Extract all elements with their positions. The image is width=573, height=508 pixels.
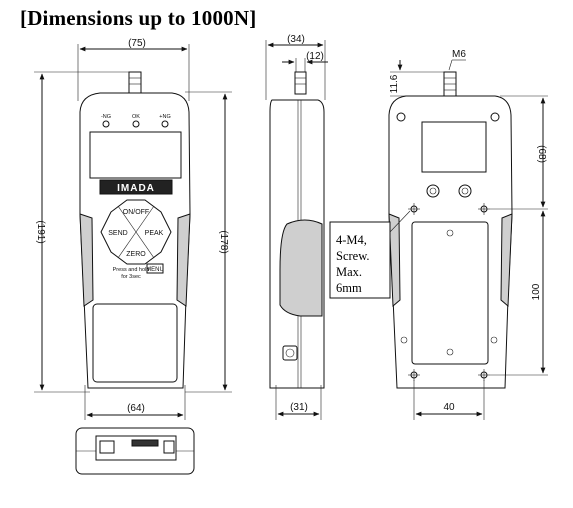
- back-hole-right: [458, 184, 472, 198]
- hole-pitch-horizontal-dim: 40: [443, 402, 455, 413]
- front-grip-left: [79, 213, 94, 307]
- front-display: [89, 131, 182, 179]
- screw-note-line-3: Max.: [336, 265, 362, 279]
- top-offset-dim: (68): [536, 145, 547, 163]
- side-grip: [279, 219, 323, 317]
- front-width-dim: (75): [128, 38, 146, 49]
- front-lower-housing: [92, 303, 178, 383]
- led-ng-low-label: -NG: [101, 114, 111, 120]
- top-right-screw: [490, 112, 500, 122]
- led-ok: [132, 120, 140, 128]
- screw-note-box: [329, 221, 391, 299]
- bottom-view: [75, 427, 195, 475]
- brand-logo: IMADA: [117, 183, 155, 194]
- back-view: M6 11.6: [329, 49, 548, 420]
- back-hole-left: [426, 184, 440, 198]
- side-bottom-depth-dim: (31): [290, 402, 308, 413]
- front-bottom-width-dim: (64): [127, 403, 145, 414]
- page-title: [Dimensions up to 1000N]: [20, 6, 257, 30]
- hole-pitch-vertical-dim: 100: [531, 283, 542, 300]
- back-grip-left: [388, 213, 401, 308]
- press-hold-label: Press and hold: [113, 267, 150, 273]
- front-body-height-dim: (178): [218, 230, 229, 253]
- send-button[interactable]: SEND: [108, 230, 127, 237]
- screw-note-line-1: 4-M4,: [336, 233, 367, 247]
- bottom-port-left: [99, 440, 115, 454]
- back-grip-right: [500, 213, 513, 308]
- bottom-port-right: [163, 440, 175, 454]
- side-depth-dim: (34): [287, 34, 305, 45]
- zero-button[interactable]: ZERO: [126, 251, 146, 258]
- front-overall-height-dim: (191): [35, 220, 46, 243]
- side-connector: [282, 345, 298, 361]
- led-ok-label: OK: [132, 114, 140, 120]
- led-ng-low: [102, 120, 110, 128]
- back-label-window: [421, 121, 487, 173]
- battery-cover: [411, 221, 489, 365]
- front-view: (75) (191) (178) (64) -NG OK +NG: [34, 38, 232, 420]
- menu-button-frame: [146, 263, 164, 274]
- button-pad: [100, 199, 172, 265]
- thread-length-dim: 11.6: [389, 74, 400, 93]
- on-off-button[interactable]: ON/OFF: [123, 209, 149, 216]
- screw-note-line-2: Screw.: [336, 249, 370, 263]
- led-ng-high: [161, 120, 169, 128]
- front-grip-right: [176, 213, 191, 307]
- side-shaft-dim: (12): [306, 51, 324, 62]
- side-shaft: [294, 71, 307, 95]
- for-3sec-label: for 3sec: [121, 274, 141, 280]
- bottom-connector: [131, 439, 159, 447]
- front-shaft: [128, 71, 142, 95]
- thread-label: M6: [452, 49, 466, 60]
- brand-band: [99, 179, 173, 195]
- screw-note-line-4: 6mm: [336, 281, 362, 295]
- menu-button[interactable]: MENU: [146, 267, 164, 273]
- top-left-screw: [396, 112, 406, 122]
- peak-button[interactable]: PEAK: [145, 230, 164, 237]
- side-view: (34) (12) (31): [265, 34, 328, 420]
- led-ng-high-label: +NG: [159, 114, 170, 120]
